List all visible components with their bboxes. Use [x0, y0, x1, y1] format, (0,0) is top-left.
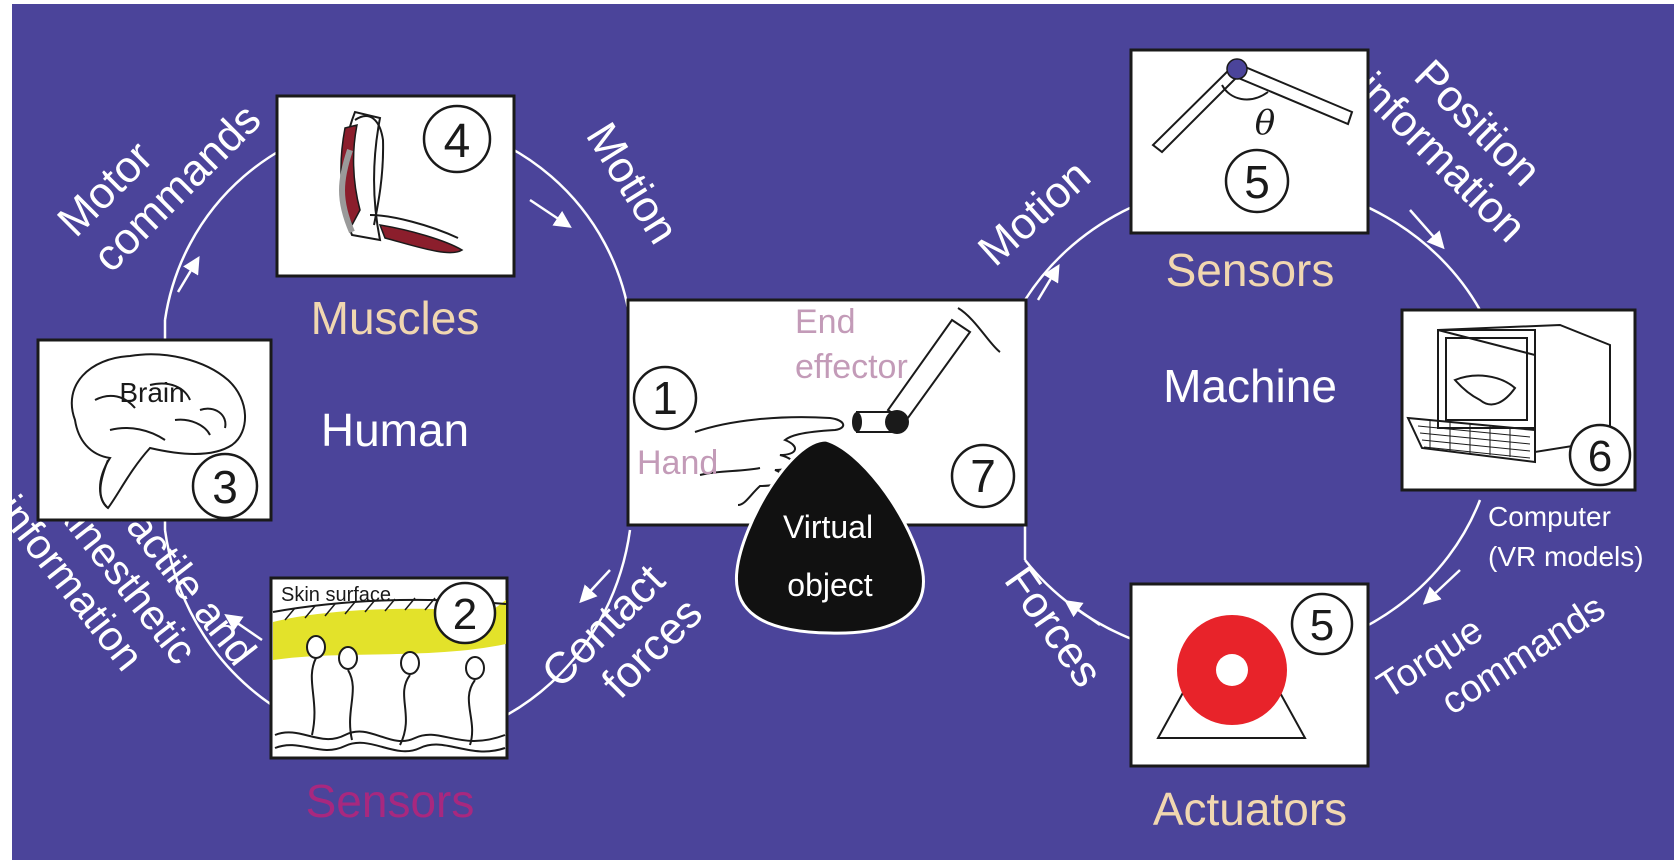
skin-surface-label: Skin surface: [281, 584, 391, 606]
brain-label: Brain: [119, 377, 184, 408]
virtual-object-line2: object: [787, 567, 873, 603]
position-sensor-box: θ 5: [1129, 48, 1370, 235]
end-effector-label-line2: effector: [795, 348, 908, 386]
arrow-position-information: [1409, 209, 1445, 250]
sensor-pivot: [1226, 58, 1248, 80]
computer-label-line1: Computer: [1488, 501, 1611, 532]
human-sensors-label: Sensors: [306, 775, 475, 827]
brain-number: 3: [212, 461, 238, 513]
computer-box: 6: [1400, 308, 1637, 492]
muscles-label: Muscles: [311, 292, 480, 344]
brain-box: Brain 3: [36, 338, 273, 522]
theta-label: θ: [1255, 103, 1275, 143]
arrow-tactile: [224, 614, 263, 642]
virtual-object-line1: Virtual: [783, 509, 873, 545]
arrow-human-motion: [529, 198, 572, 228]
position-sensor-number: 5: [1244, 156, 1270, 208]
muscles-box: 4: [275, 94, 516, 278]
arrow-machine-motion: [1036, 263, 1060, 301]
arrow-motor-commands: [176, 255, 200, 293]
skin-sensors-number: 2: [453, 590, 477, 639]
virtual-object: Virtual object: [734, 438, 925, 635]
arrow-machine-forces: [1064, 599, 1101, 627]
machine-sensors-label: Sensors: [1166, 244, 1335, 296]
machine-title: Machine: [1163, 360, 1337, 412]
hand-number: 1: [652, 372, 678, 424]
hand-label: Hand: [637, 444, 718, 482]
computer-number: 6: [1588, 432, 1612, 481]
end-effector-number: 7: [970, 450, 996, 502]
actuator-number: 5: [1310, 601, 1334, 650]
arrow-contact-forces: [579, 569, 611, 604]
human-title: Human: [321, 404, 469, 456]
computer-label-line2: (VR models): [1488, 541, 1644, 572]
actuator-box: 5: [1129, 582, 1370, 768]
end-effector-label-line1: End: [795, 303, 856, 341]
actuators-label: Actuators: [1153, 783, 1347, 835]
arrow-torque-commands: [1422, 569, 1461, 605]
end-effector-joint: [885, 410, 909, 434]
muscles-number: 4: [444, 115, 471, 168]
skin-sensors-box: Skin surface 2: [269, 576, 509, 760]
